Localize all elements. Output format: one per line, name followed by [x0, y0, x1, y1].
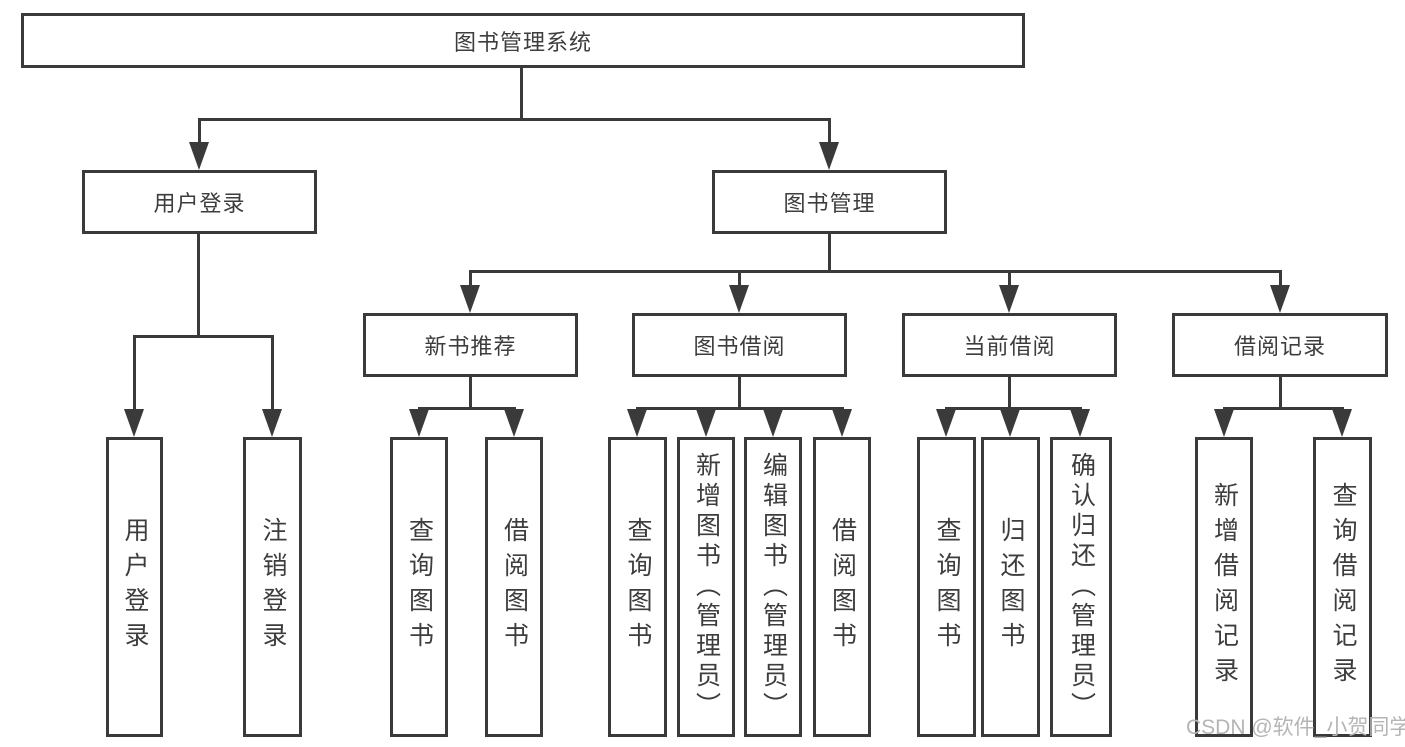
connector-arrow: [763, 409, 783, 437]
node-bb-add-books-admin: 新增图书（管理员）: [677, 437, 735, 737]
node-nbr-query-books: 查询图书: [390, 437, 448, 737]
node-current-borrowing: 当前借阅: [902, 313, 1117, 377]
csdn-watermark: CSDN @软件_小贺同学: [1186, 716, 1405, 739]
connector-line: [520, 68, 523, 120]
connector-line: [469, 270, 472, 287]
connector-line: [828, 118, 831, 144]
connector-line: [198, 118, 201, 144]
node-bb-edit-books-admin: 编辑图书（管理员）: [744, 437, 802, 737]
connector-arrow: [819, 142, 839, 170]
connector-line: [133, 335, 136, 411]
node-borrow-records: 借阅记录: [1172, 313, 1388, 377]
connector-line: [271, 335, 274, 411]
connector-line: [198, 118, 831, 121]
node-bb-query-books: 查询图书: [608, 437, 667, 737]
connector-arrow: [999, 285, 1019, 313]
connector-arrow: [1270, 285, 1290, 313]
node-cb-confirm-return-admin: 确认归还（管理员）: [1050, 437, 1112, 737]
node-root: 图书管理系统: [21, 13, 1025, 68]
node-user-login: 用户登录: [82, 170, 317, 234]
connector-line: [1008, 377, 1011, 410]
connector-arrow: [832, 409, 852, 437]
node-book-management: 图书管理: [712, 170, 947, 234]
connector-line: [469, 377, 472, 410]
connector-line: [945, 407, 1082, 410]
node-book-borrowing: 图书借阅: [632, 313, 847, 377]
connector-line: [1279, 270, 1282, 287]
node-user-login-action: 用户登录: [106, 437, 163, 737]
node-new-book-recommend: 新书推荐: [363, 313, 578, 377]
node-br-query-record: 查询借阅记录: [1313, 437, 1372, 737]
connector-line: [1008, 270, 1011, 287]
connector-arrow: [262, 409, 282, 437]
node-cb-return-books: 归还图书: [981, 437, 1040, 737]
connector-line: [1223, 407, 1344, 410]
node-nbr-borrow-books: 借阅图书: [485, 437, 543, 737]
connector-arrow: [729, 285, 749, 313]
connector-arrow: [627, 409, 647, 437]
connector-arrow: [1214, 409, 1234, 437]
connector-line: [636, 407, 843, 410]
connector-arrow: [409, 409, 429, 437]
connector-arrow: [1332, 409, 1352, 437]
node-logout: 注销登录: [243, 437, 302, 737]
connector-arrow: [696, 409, 716, 437]
connector-arrow: [124, 409, 144, 437]
connector-line: [469, 270, 1281, 273]
connector-line: [828, 234, 831, 273]
node-br-add-record: 新增借阅记录: [1195, 437, 1253, 737]
connector-line: [418, 407, 516, 410]
connector-line: [738, 377, 741, 410]
connector-arrow: [1000, 409, 1020, 437]
connector-arrow: [460, 285, 480, 313]
connector-arrow: [189, 142, 209, 170]
connector-line: [1279, 377, 1282, 410]
connector-line: [133, 335, 274, 338]
connector-line: [738, 270, 741, 287]
node-cb-query-books: 查询图书: [917, 437, 976, 737]
connector-arrow: [936, 409, 956, 437]
connector-line: [197, 234, 200, 338]
connector-arrow: [504, 409, 524, 437]
node-bb-borrow-books: 借阅图书: [813, 437, 871, 737]
connector-arrow: [1070, 409, 1090, 437]
